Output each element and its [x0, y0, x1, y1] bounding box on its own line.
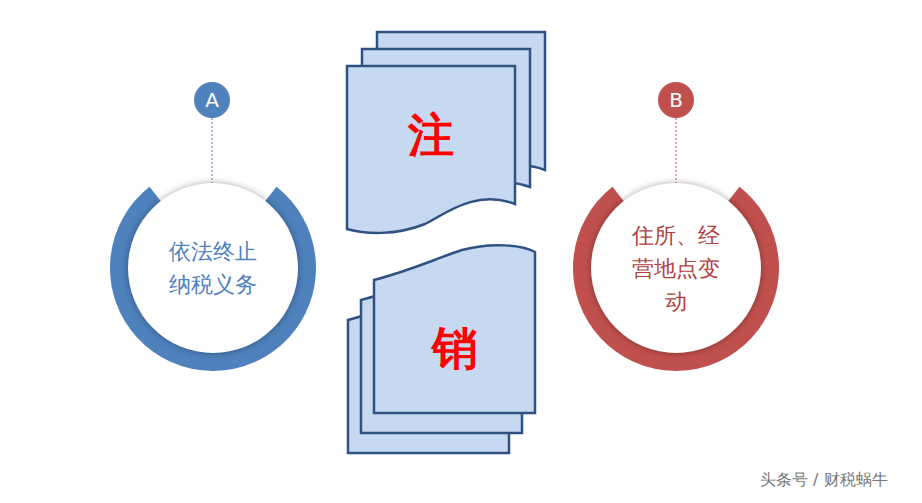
callout-badge: B: [658, 82, 694, 118]
document-sheet: 销: [372, 240, 537, 415]
callout-letter: A: [205, 90, 219, 110]
leader-line: [212, 118, 213, 183]
watermark: 头条号 / 财税蜗牛: [760, 470, 888, 491]
back-sheets: [348, 32, 545, 453]
sheet-shape: [347, 66, 515, 233]
circle-text: 依法终止 纳税义务: [163, 235, 263, 301]
sheet-title: 销: [432, 325, 478, 371]
circle-text: 住所、经 营地点变 动: [626, 219, 726, 318]
text-circle: 依法终止 纳税义务: [128, 183, 298, 353]
sheet-shape: [374, 245, 535, 413]
callout-letter: B: [669, 90, 683, 110]
sheet-title: 注: [408, 112, 454, 158]
leader-line: [676, 118, 677, 183]
callout-badge: A: [194, 82, 230, 118]
text-circle: 住所、经 营地点变 动: [591, 183, 761, 353]
document-sheet: 注: [345, 64, 517, 236]
